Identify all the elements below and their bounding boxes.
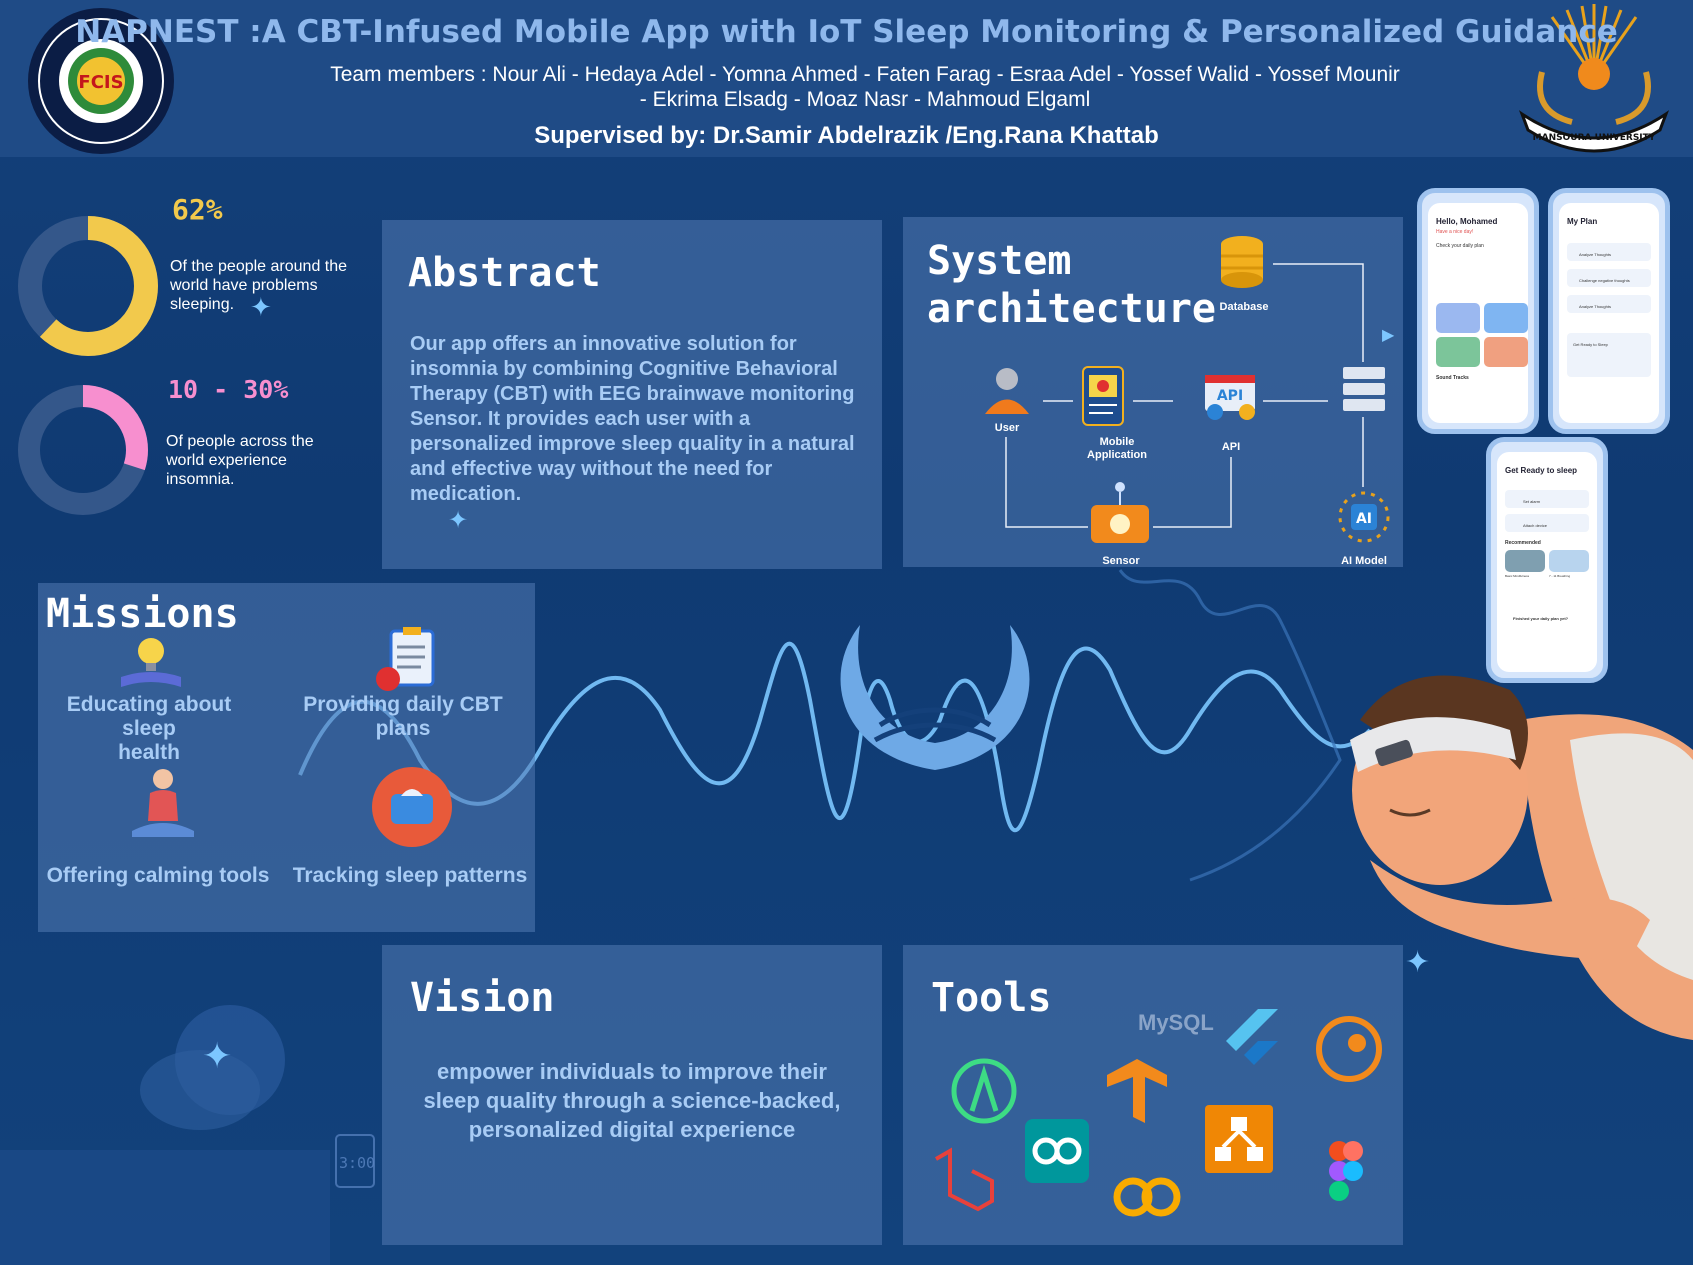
stat-description-10-30: Of people across the world experience in…: [166, 433, 314, 488]
api-label: API: [1222, 441, 1240, 453]
user-icon: [985, 368, 1029, 414]
mysql-logo: MySQL: [1138, 1010, 1214, 1035]
sparkle-icon: ✦: [1405, 946, 1431, 979]
architecture-diagram: API AI Database User Mobile Application …: [985, 236, 1390, 567]
mission-label-calming-tools: Offering calming tools: [46, 864, 270, 887]
architecture-panel: System architecture: [903, 217, 1403, 567]
stat-value-62: 62%: [172, 193, 223, 226]
phone-sleep-screen: Get Ready to sleep Set alarm Attach devi…: [1486, 437, 1608, 683]
vision-title: Vision: [410, 975, 555, 1021]
team-members: Team members : Nour Ali - Hedaya Adel - …: [300, 62, 1430, 112]
architecture-title-line-1: System: [927, 238, 1072, 284]
mission-label-education: Educating about sleep health: [38, 693, 260, 765]
clock-display: 3:00: [339, 1154, 375, 1172]
sensor-label: Sensor: [1102, 555, 1140, 567]
sleep-card-2: 7 - 11 Breathing: [1549, 574, 1571, 578]
team-line-2: - Ekrima Elsadg - Moaz Nasr - Mahmoud El…: [639, 88, 1091, 111]
abstract-panel: Abstract Our app offers an innovative so…: [382, 220, 882, 569]
sparkle-icon: ✦: [448, 507, 469, 534]
arrow-icon: ▶: [1382, 327, 1395, 344]
drawio-logo: [1205, 1105, 1273, 1173]
mission-label-sleep-patterns: Tracking sleep patterns: [292, 864, 528, 887]
mansoura-university-logo: MANSOURA UNIVERSITY: [1518, 4, 1670, 153]
phone-home-screen: Hello, Mohamed Have a nice day! Check yo…: [1417, 188, 1539, 434]
mission-label-education-line-1: Educating about sleep: [66, 693, 232, 740]
page-title: NAPNEST :A CBT-Infused Mobile App with I…: [75, 14, 1618, 50]
sensor-icon: [1091, 482, 1149, 543]
server-icon: [1343, 367, 1385, 411]
phone-plan-title: My Plan: [1567, 217, 1598, 226]
sparkle-icon: ✦: [202, 1035, 233, 1076]
sleep-section: Recommended: [1505, 540, 1541, 546]
clipboard-plan-icon: [376, 627, 435, 691]
plan-item-2: Challenge negative thoughts: [1579, 278, 1630, 283]
phone-home-subtitle: Have a nice day!: [1436, 229, 1474, 235]
donut-chart-10-30: [18, 385, 148, 515]
phone-home-section: Sound Tracks: [1436, 375, 1469, 381]
missions-panel: Missions Educating about sleep health Pr…: [38, 583, 535, 932]
tools-title: Tools: [931, 975, 1052, 1021]
team-line-1: Team members : Nour Ali - Hedaya Adel - …: [330, 63, 1400, 86]
brainwave-line: [298, 569, 1372, 882]
sleep-item-1: Set alarm: [1523, 499, 1541, 504]
ai-model-label: AI Model: [1341, 555, 1387, 567]
meditation-icon: [132, 769, 194, 837]
svg-text:FCIS: FCIS: [78, 72, 123, 93]
stat-description-62: Of the people around the world have prob…: [170, 258, 348, 313]
api-icon: [1205, 375, 1255, 420]
supervisors: Supervised by: Dr.Samir Abdelrazik /Eng.…: [534, 122, 1159, 149]
abstract-text: Our app offers an innovative solution fo…: [410, 333, 855, 505]
android-studio-logo: [951, 1058, 1017, 1124]
missions-title: Missions: [46, 591, 239, 637]
app-label-line-2: Application: [1087, 449, 1147, 461]
sleep-tracking-icon: [372, 767, 452, 847]
colab-logo: [1113, 1177, 1181, 1217]
sleeping-person-illustration: [1350, 675, 1693, 1040]
svg-text:MANSOURA UNIVERSITY: MANSOURA UNIVERSITY: [1533, 133, 1656, 143]
tensorflow-logo: [1107, 1059, 1167, 1123]
user-label: User: [995, 422, 1020, 434]
phone-home-title: Hello, Mohamed: [1436, 217, 1498, 226]
database-label: Database: [1220, 301, 1269, 313]
sleep-card-1: Basic Mindfulness: [1505, 574, 1530, 578]
bedroom-illustration: 3:00: [0, 1005, 375, 1265]
arduino-logo: [1025, 1119, 1089, 1183]
architecture-title: System architecture: [927, 237, 1216, 333]
plan-item-1: Analyze Thoughts: [1579, 252, 1611, 257]
figma-logo: [1329, 1141, 1363, 1201]
fcis-logo: FCIS: [28, 8, 174, 154]
book-lightbulb-icon: [121, 638, 181, 687]
ai-badge: AI: [1356, 511, 1372, 527]
phone-plan-screen: My Plan Analyze Thoughts Challenge negat…: [1548, 188, 1670, 434]
api-badge: API: [1217, 388, 1243, 404]
mobile-app-icon: [1082, 366, 1124, 426]
database-icon: [1221, 236, 1263, 288]
sleep-item-2: Attach device: [1523, 523, 1548, 528]
mission-label-cbt-plans: Providing daily CBT plans: [303, 693, 503, 740]
napnest-logo: [840, 625, 1030, 770]
sparkle-icon: ✦: [250, 292, 272, 322]
plan-card: Get Ready to Sleep: [1573, 342, 1608, 347]
vision-text: empower individuals to improve their sle…: [423, 1059, 841, 1142]
tools-panel: Tools MySQL: [903, 945, 1403, 1245]
vision-panel: Vision empower individuals to improve th…: [382, 945, 882, 1245]
header-bar: [0, 0, 1693, 157]
phone-home-card: Check your daily plan: [1436, 243, 1484, 249]
donut-chart-62: [18, 216, 158, 356]
plan-item-3: Analyze Thoughts: [1579, 304, 1611, 309]
app-label-line-1: Mobile: [1100, 436, 1135, 448]
laravel-logo: [935, 1147, 994, 1212]
architecture-title-line-2: architecture: [927, 286, 1216, 332]
postman-logo: [1316, 1016, 1382, 1082]
ai-model-icon: [1338, 491, 1390, 543]
sleep-footer: Finished your daily plan yet?: [1513, 616, 1569, 621]
flutter-logo: [1226, 1009, 1278, 1065]
phone-sleep-title: Get Ready to sleep: [1505, 466, 1578, 475]
abstract-title: Abstract: [408, 250, 601, 296]
stat-value-10-30: 10 - 30%: [168, 375, 289, 404]
mission-label-education-line-2: health: [118, 741, 180, 764]
